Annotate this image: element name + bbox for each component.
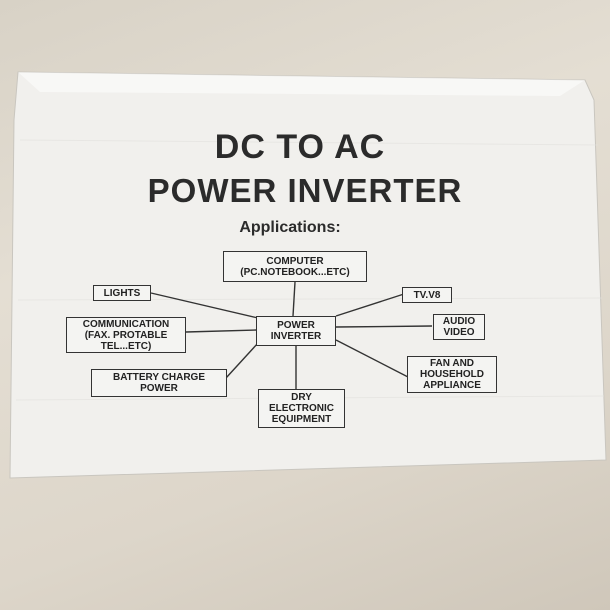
power-inverter-box: POWER INVERTER — [256, 316, 336, 346]
title-line-2: POWER INVERTER — [147, 172, 463, 209]
communication-label-2: (FAX. PROTABLE — [84, 329, 168, 341]
dry-electronic-box: DRY ELECTRONIC EQUIPMENT — [258, 389, 345, 428]
dry-label-2: ELECTRONIC — [269, 403, 334, 414]
tv-box: TV.V8 — [402, 287, 452, 303]
battery-label-1: BATTERY CHARGE — [112, 372, 206, 383]
fan-household-box: FAN AND HOUSEHOLD APPLIANCE — [407, 356, 497, 393]
lights-label: LIGHTS — [103, 287, 141, 299]
dry-label-1: DRY — [291, 392, 312, 403]
audio-label-1: AUDIO — [442, 316, 476, 327]
tv-label: TV.V8 — [413, 289, 441, 301]
audio-label-2: VIDEO — [443, 327, 475, 338]
communication-label-1: COMMUNICATION — [82, 318, 170, 330]
dry-label-3: EQUIPMENT — [271, 414, 332, 425]
applications-heading: Applications: — [239, 219, 341, 236]
fan-label-3: APPLIANCE — [423, 380, 481, 391]
computer-label-2: (PC.NOTEBOOK...ETC) — [240, 266, 350, 278]
power-inverter-label-1: POWER — [277, 320, 315, 331]
computer-box: COMPUTER (PC.NOTEBOOK...ETC) — [223, 251, 367, 282]
title-line-1: DC TO AC — [214, 128, 386, 166]
fan-label-1: FAN AND — [429, 358, 475, 369]
power-inverter-label-2: INVERTER — [270, 331, 322, 342]
battery-label-2: POWER — [140, 383, 178, 394]
battery-charge-box: BATTERY CHARGE POWER — [91, 369, 227, 397]
audio-video-box: AUDIO VIDEO — [433, 314, 485, 340]
fan-label-2: HOUSEHOLD — [420, 369, 484, 380]
communication-label-3: TEL...ETC) — [100, 340, 152, 352]
lights-box: LIGHTS — [93, 285, 151, 301]
computer-label-1: COMPUTER — [266, 255, 324, 267]
communication-box: COMMUNICATION (FAX. PROTABLE TEL...ETC) — [66, 317, 186, 353]
